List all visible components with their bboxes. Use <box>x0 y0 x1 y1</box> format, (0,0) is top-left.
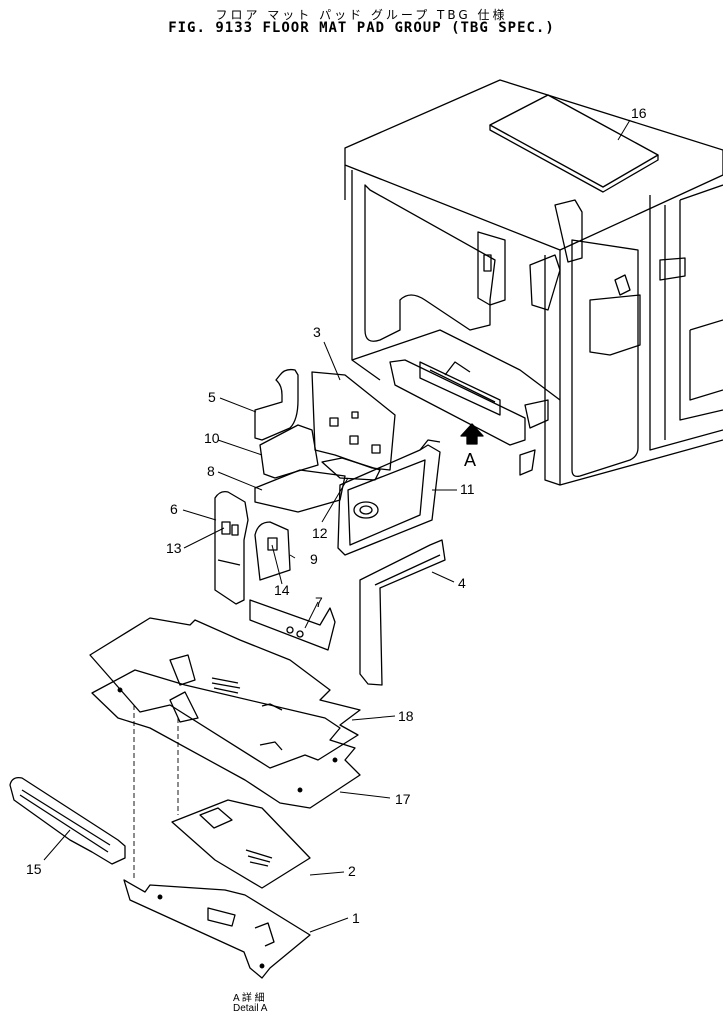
callout-7: 7 <box>315 594 323 610</box>
view-a-arrow-icon <box>460 423 484 445</box>
callout-13: 13 <box>166 540 182 556</box>
callout-1: 1 <box>352 910 360 926</box>
callout-15: 15 <box>26 861 42 877</box>
callout-14: 14 <box>274 582 290 598</box>
callout-10: 10 <box>204 430 220 446</box>
detail-caption: A 詳 細 Detail A <box>233 994 267 1014</box>
callout-6: 6 <box>170 501 178 517</box>
callout-17: 17 <box>395 791 411 807</box>
leader-lines <box>43 119 631 933</box>
wall-pad-group <box>254 368 441 556</box>
callout-11: 11 <box>460 481 475 497</box>
callout-2: 2 <box>348 863 356 879</box>
callout-4: 4 <box>458 575 466 591</box>
callout-8: 8 <box>207 463 215 479</box>
callout-5: 5 <box>208 389 216 405</box>
floor-plate-group <box>123 799 311 979</box>
callout-labels: 1 2 3 4 5 6 7 8 9 10 11 12 13 14 15 16 1… <box>26 105 647 926</box>
lower-pad-group <box>214 490 446 686</box>
callout-16: 16 <box>631 105 647 121</box>
callout-9: 9 <box>310 551 318 567</box>
floor-mat-group <box>89 617 361 809</box>
callout-18: 18 <box>398 708 414 724</box>
figure-title: FIG. 9133 FLOOR MAT PAD GROUP (TBG SPEC.… <box>168 20 555 36</box>
callout-3: 3 <box>313 324 321 340</box>
callout-12: 12 <box>312 525 328 541</box>
detail-caption-english: Detail A <box>233 1003 268 1014</box>
cab-body <box>344 79 723 486</box>
view-a-label: A <box>464 450 476 470</box>
alignment-lines <box>133 705 179 880</box>
figure-title-japanese: フロア マット パッド グループ TBG 仕様 <box>215 8 508 22</box>
detail-caption-japanese: A 詳 細 <box>233 993 265 1004</box>
sill-cover <box>9 777 126 865</box>
